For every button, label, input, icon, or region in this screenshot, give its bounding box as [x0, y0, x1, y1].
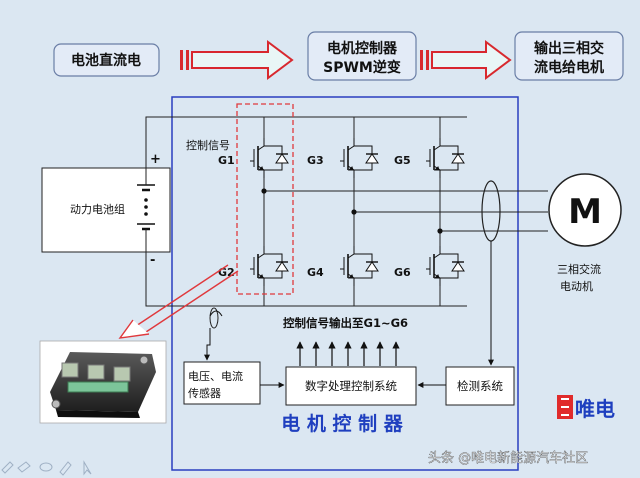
- sensor-box: 电压、电流 传感器: [183, 361, 261, 405]
- flow-arrow-1: [180, 40, 294, 80]
- controller-enclosure: [171, 96, 519, 471]
- battery-minus: -: [150, 253, 155, 268]
- flow-output-line1: 输出三相交: [534, 40, 604, 57]
- igbt-module-photo: [39, 340, 167, 424]
- flow-arrow-2: [420, 40, 512, 80]
- gate-label-g3: G3: [307, 154, 324, 167]
- marker-icon: [59, 461, 72, 476]
- doodle-icons: [1, 460, 92, 476]
- highlight-dashed-box: [236, 103, 294, 295]
- flow-battery-dc-label: 电池直流电: [71, 52, 141, 69]
- flow-box-controller: 电机控制器 SPWM逆变: [307, 31, 417, 81]
- sensor-label-line1: 电压、电流: [188, 369, 243, 383]
- battery-pack: 动力电池组 + -: [41, 152, 171, 268]
- flow-output-line2: 流电给电机: [534, 59, 604, 76]
- brand-logo: 唯电: [557, 395, 615, 421]
- cursor-icon: [83, 460, 92, 476]
- igbt-switch-g4: [340, 246, 379, 286]
- brand-logo-text: 唯电: [575, 397, 615, 421]
- gate-label-g1: G1: [218, 154, 235, 167]
- igbt-switch-g1: [250, 138, 289, 178]
- sensor-label-line2: 传感器: [188, 387, 221, 400]
- signal-up-arrows: [296, 341, 400, 366]
- motor-label-line1: 三相交流: [557, 262, 601, 276]
- detection-box: 检测系统: [445, 366, 515, 406]
- detection-label: 检测系统: [457, 379, 503, 393]
- motor-label-line2: 电动机: [560, 279, 593, 293]
- eraser-icon: [17, 461, 31, 473]
- controller-title: 电 机 控 制 器: [281, 412, 403, 435]
- battery-label: 动力电池组: [70, 202, 125, 216]
- motor-symbol: M: [568, 192, 602, 232]
- gate-label-g6: G6: [394, 266, 411, 279]
- flow-controller-line2: SPWM逆变: [323, 59, 401, 76]
- dsp-label: 数字处理控制系统: [305, 379, 397, 393]
- watermark-text: 头条 @唯电新能源汽车社区: [428, 450, 588, 466]
- control-connections: [204, 241, 494, 388]
- flow-box-output: 输出三相交 流电给电机: [514, 31, 624, 81]
- flow-controller-line1: 电机控制器: [327, 40, 398, 57]
- phase-junctions: [261, 188, 443, 234]
- gate-label-g4: G4: [307, 266, 324, 279]
- module-pointer-arrow: [118, 264, 239, 339]
- current-sensor-ellipse-right: [481, 180, 501, 242]
- motor: M 三相交流 电动机: [548, 173, 622, 293]
- current-sensor-ellipse-left: [209, 307, 219, 329]
- gate-label-g2: G2: [218, 266, 235, 279]
- flow-box-battery-dc: 电池直流电: [53, 43, 160, 77]
- igbt-switch-g5: [426, 138, 465, 178]
- signal-output-label: 控制信号输出至G1~G6: [283, 316, 408, 330]
- igbt-switch-g3: [340, 138, 379, 178]
- igbt-switch-g2: [250, 246, 289, 286]
- control-signal-label: 控制信号: [186, 138, 230, 152]
- shape-icon: [39, 462, 53, 472]
- igbt-switches: [250, 138, 465, 286]
- gate-label-g5: G5: [394, 154, 411, 167]
- gate-labels: G1 G3 G5 G2 G4 G6: [218, 154, 411, 279]
- igbt-switch-g6: [426, 246, 465, 286]
- battery-plus: +: [150, 152, 161, 167]
- pencil-icon: [1, 461, 14, 474]
- dsp-box: 数字处理控制系统: [285, 366, 417, 406]
